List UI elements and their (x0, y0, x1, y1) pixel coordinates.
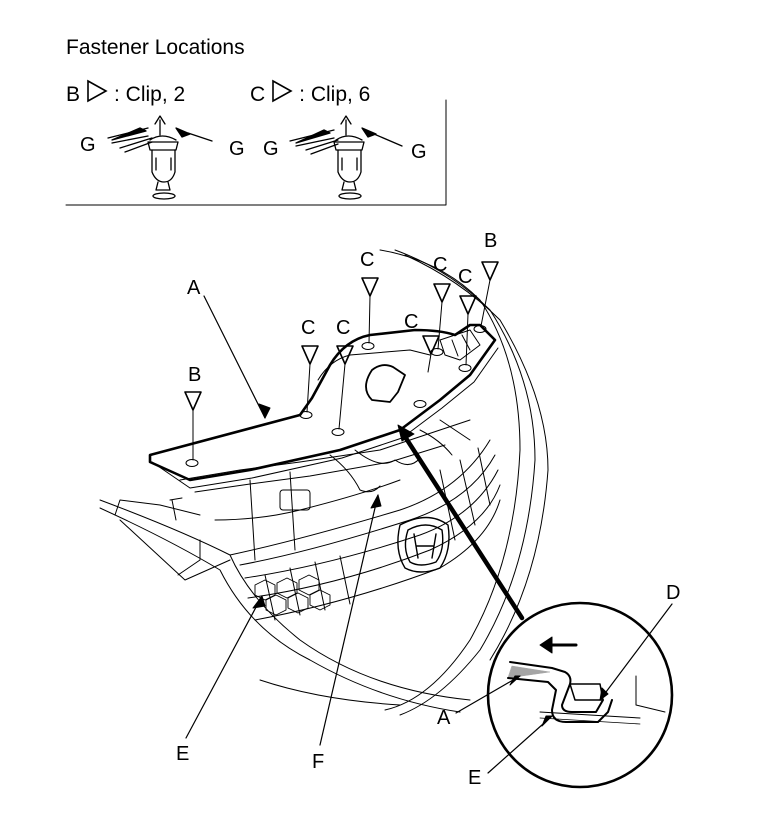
detail-pointer-arrowhead (397, 424, 415, 442)
legend-c-letter: C (250, 83, 266, 106)
vehicle-front-body (99, 249, 549, 716)
clip-removal-illustration (107, 115, 213, 200)
grip-label-g: G (229, 138, 245, 160)
detail-pointer (399, 429, 525, 621)
leader-arrowhead (599, 687, 609, 701)
grille-mesh (254, 574, 331, 616)
callout-c: C (360, 249, 375, 271)
radiator-support (169, 419, 471, 561)
leader-arrowhead (252, 595, 266, 609)
callout-leaders (185, 295, 379, 746)
upper-cover-part-a (148, 323, 499, 489)
callout-c: C (336, 317, 351, 339)
callout-f: F (312, 751, 325, 773)
callout-a: A (187, 277, 201, 299)
clip-removal-illustration (289, 115, 403, 200)
grip-label-g: G (80, 134, 96, 156)
callout-e-detail: E (468, 767, 482, 789)
grip-label-g: G (263, 138, 279, 160)
clip-marker-icon (271, 79, 293, 107)
legend-clip-c: C : Clip, 6 (250, 79, 370, 107)
grip-label-g: G (411, 141, 427, 163)
callout-b: B (188, 364, 202, 386)
callout-d-detail: D (666, 582, 681, 604)
leader-arrowhead (258, 403, 271, 419)
leader-arrowhead (370, 494, 382, 509)
clip-marker-triangles (184, 261, 499, 411)
legend-inset-frame (65, 99, 447, 206)
front-grille (229, 439, 501, 621)
callout-e: E (176, 743, 190, 765)
diagram-title: Fastener Locations (66, 36, 245, 59)
brand-emblem-icon (397, 516, 450, 573)
callout-c: C (404, 311, 419, 333)
detail-callout-leaders (455, 603, 673, 774)
leader-arrowhead (509, 675, 521, 686)
clip-leader-lines (192, 279, 491, 461)
legend-clip-b: B : Clip, 2 (66, 79, 185, 107)
callout-b: B (484, 230, 498, 252)
legend-c-text: : Clip, 6 (299, 83, 371, 106)
legend-b-letter: B (66, 83, 81, 106)
direction-arrow-head (539, 636, 553, 654)
callout-c: C (301, 317, 316, 339)
callout-c: C (433, 254, 448, 276)
clip-locations (185, 325, 487, 467)
leader-arrowhead (541, 715, 553, 727)
clip-marker-icon (86, 79, 108, 107)
callout-a-detail: A (437, 707, 451, 729)
callout-c: C (458, 266, 473, 288)
legend-b-text: : Clip, 2 (114, 83, 186, 106)
detail-view (486, 601, 674, 789)
